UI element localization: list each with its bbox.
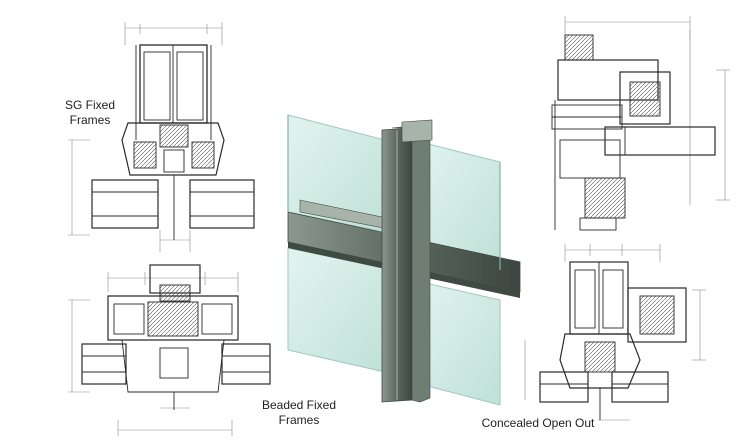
curtain-wall-3d-view [287, 114, 521, 406]
dimension-lines [68, 22, 223, 252]
concealed-open-out-label: Concealed Open Out [478, 416, 598, 431]
concealed-open-out-vertical-section [551, 16, 730, 231]
concealed-open-out-horizontal-section [524, 244, 706, 421]
sg-fixed-line2: Frames [69, 113, 111, 127]
beaded-fixed-line2: Frames [278, 413, 320, 427]
sg-fixed-frames-label: SG Fixed Frames [52, 98, 128, 128]
beaded-fixed-frame-section [68, 264, 271, 436]
sg-fixed-line1: SG Fixed [64, 98, 115, 112]
beaded-fixed-line1: Beaded Fixed [261, 398, 337, 412]
sg-fixed-frame-section [68, 22, 255, 252]
beaded-fixed-frames-label: Beaded Fixed Frames [256, 398, 342, 428]
concealed-open-out-line1: Concealed Open Out [481, 416, 595, 430]
